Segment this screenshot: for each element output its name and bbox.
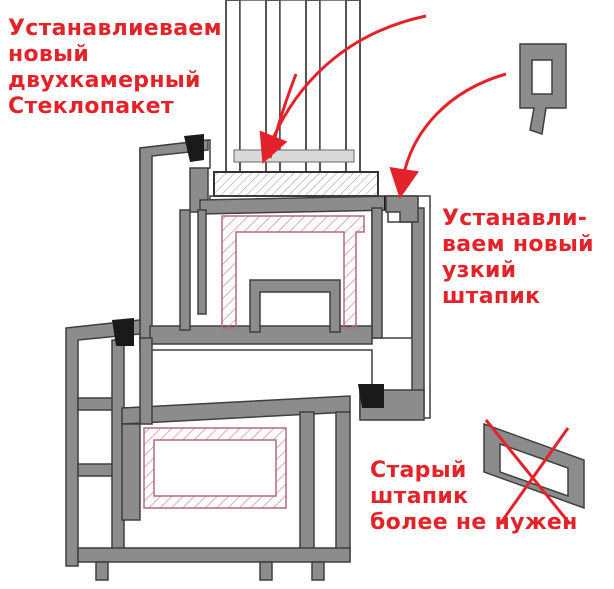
new-bead-installed <box>385 195 419 223</box>
arrow-to-bead-position <box>389 72 507 199</box>
glazing-block <box>213 171 379 197</box>
annotation-old-bead: Старый штапик более не нужен <box>370 458 578 535</box>
old-bead-detail <box>483 419 585 525</box>
annotation-new-bead: Устанавли- ваем новый узкий штапик <box>442 206 594 309</box>
cross-out-line-1 <box>484 419 572 525</box>
annotation-new-glass-unit: Устанавлиеваем новый двухкамерный Стекло… <box>8 16 222 119</box>
sash-steel-reinforcement <box>221 215 365 329</box>
arrow-to-glass-unit-2 <box>268 73 298 159</box>
cross-out-line-2 <box>498 427 570 525</box>
sash-profile <box>139 139 431 421</box>
frame-steel-reinforcement <box>143 427 287 509</box>
frame-profile <box>65 319 351 581</box>
arrow-to-glass-unit <box>259 14 427 164</box>
new-bead-detail <box>519 43 567 135</box>
